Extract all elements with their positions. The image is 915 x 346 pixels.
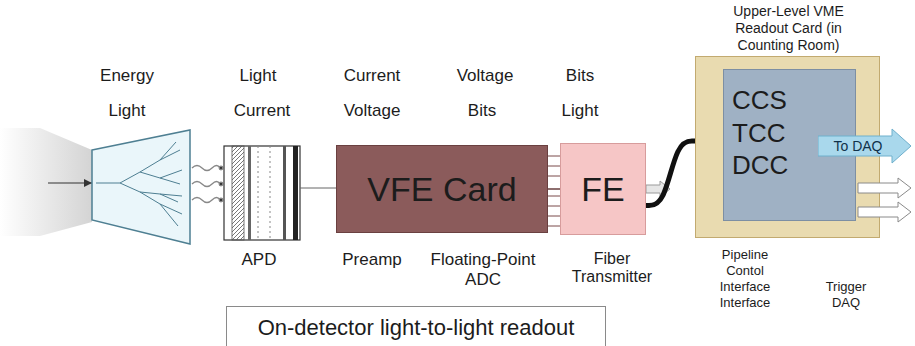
bit-lines xyxy=(548,196,560,197)
particle-beam xyxy=(0,128,92,236)
bit-lines xyxy=(548,226,560,227)
node-label: On-detector light-to-light readout xyxy=(258,315,575,341)
output-arrow xyxy=(858,178,911,198)
bit-lines xyxy=(548,216,560,217)
stage-label: DAQ xyxy=(811,296,881,311)
node-label: FE xyxy=(581,169,624,210)
node-label: To DAQ xyxy=(833,138,882,155)
particle-beam xyxy=(84,179,92,187)
light-rays xyxy=(219,182,223,186)
stage-label: Contol xyxy=(705,264,785,279)
stage-label: Floating-Point ADC xyxy=(421,250,545,289)
stage-label: APD xyxy=(229,250,289,270)
signal-label: Current xyxy=(217,101,307,121)
crystal-symbol xyxy=(92,130,190,244)
signal-label: Voltage xyxy=(440,66,530,86)
signal-label: Bits xyxy=(447,101,517,121)
apd-symbol xyxy=(224,146,336,240)
light-rays xyxy=(192,198,220,203)
apd-symbol xyxy=(293,146,298,240)
signal-label: Energy xyxy=(82,66,172,86)
bit-lines xyxy=(548,176,560,177)
bit-lines xyxy=(548,156,560,226)
fe-box: FE xyxy=(560,143,646,235)
node-label: VFE Card xyxy=(367,169,516,210)
bit-lines xyxy=(548,156,560,157)
vfe-card-box: VFE Card xyxy=(336,145,548,233)
arrow-shape xyxy=(818,129,911,163)
signal-label: Current xyxy=(327,66,417,86)
bit-lines xyxy=(548,166,560,167)
signal-link xyxy=(548,188,560,190)
particle-beam xyxy=(0,128,92,236)
apd-symbol xyxy=(283,146,286,240)
fiber-cable xyxy=(646,141,695,206)
stage-label: Interface xyxy=(705,296,785,311)
apd-symbol xyxy=(300,188,336,189)
light-rays xyxy=(192,166,223,203)
apd-symbol xyxy=(258,146,259,240)
signal-label: Light xyxy=(545,101,615,121)
light-rays xyxy=(192,182,220,187)
stage-label: Preamp xyxy=(327,250,417,270)
node-label: CCS TCC DCC xyxy=(732,84,804,182)
bit-lines xyxy=(548,206,560,207)
signal-label: Light xyxy=(218,66,298,86)
apd-symbol xyxy=(232,146,244,240)
card-heading: Upper-Level VME Readout Card (in Countin… xyxy=(719,3,859,53)
apd-symbol xyxy=(224,146,300,240)
apd-symbol xyxy=(248,146,251,240)
light-rays xyxy=(219,198,223,202)
light-rays xyxy=(219,166,223,170)
crystal-symbol xyxy=(96,142,182,226)
crystal-symbol xyxy=(92,130,190,244)
output-arrow xyxy=(858,202,911,222)
stage-label: Pipeline xyxy=(705,248,785,263)
to-daq-arrow: To DAQ xyxy=(818,128,912,164)
stage-label: Fiber Transmitter xyxy=(562,250,662,287)
output-arrow xyxy=(858,178,911,222)
signal-label: Bits xyxy=(545,66,615,86)
stage-label: Trigger xyxy=(811,280,881,295)
apd-symbol xyxy=(270,146,271,240)
readout-note-box: On-detector light-to-light readout xyxy=(226,306,606,346)
light-rays xyxy=(192,166,220,171)
stage-label: Interface xyxy=(705,280,785,295)
signal-label: Voltage xyxy=(327,101,417,121)
signal-label: Light xyxy=(87,101,167,121)
